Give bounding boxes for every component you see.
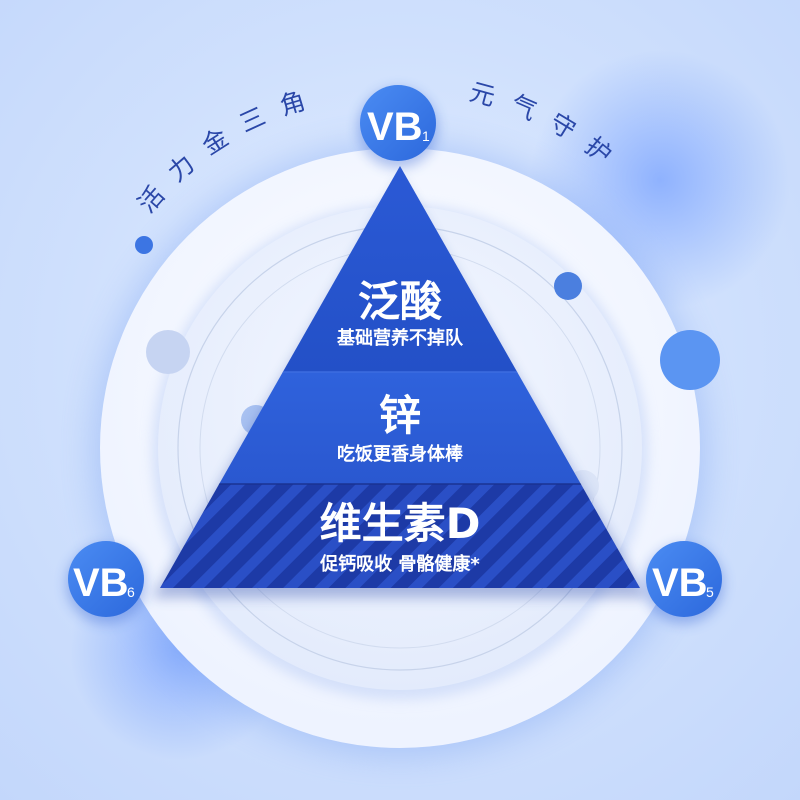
tier-bottom-title: 维生素D: [320, 499, 481, 548]
tier-middle-subtitle: 吃饭更香身体棒: [337, 443, 464, 465]
bubble-left-small: [135, 236, 153, 254]
bubble-right-mid: [554, 272, 582, 300]
badge-top-circle: [360, 85, 436, 161]
badge-right: VB 5: [644, 541, 724, 624]
badge-top-main: VB: [367, 105, 423, 149]
badge-left-main: VB: [73, 561, 129, 605]
tier-top-subtitle: 基础营养不掉队: [336, 327, 464, 349]
tier-bottom-subtitle: 促钙吸收 骨骼健康*: [319, 553, 480, 575]
badge-top-sub: 1: [422, 128, 430, 144]
bubble-right-large: [660, 330, 720, 390]
badge-right-sub: 5: [706, 584, 714, 600]
bubble-left-pale: [146, 330, 190, 374]
badge-right-main: VB: [652, 561, 708, 605]
badge-left: VB 6: [66, 541, 146, 624]
badge-top: VB 1: [358, 85, 438, 168]
badge-left-sub: 6: [127, 584, 135, 600]
tier-middle-title: 锌: [379, 391, 421, 440]
pyramid-tier-bottom: [160, 484, 640, 588]
badge-left-circle: [68, 541, 144, 617]
badge-right-circle: [646, 541, 722, 617]
tier-top-title: 泛酸: [358, 277, 443, 326]
